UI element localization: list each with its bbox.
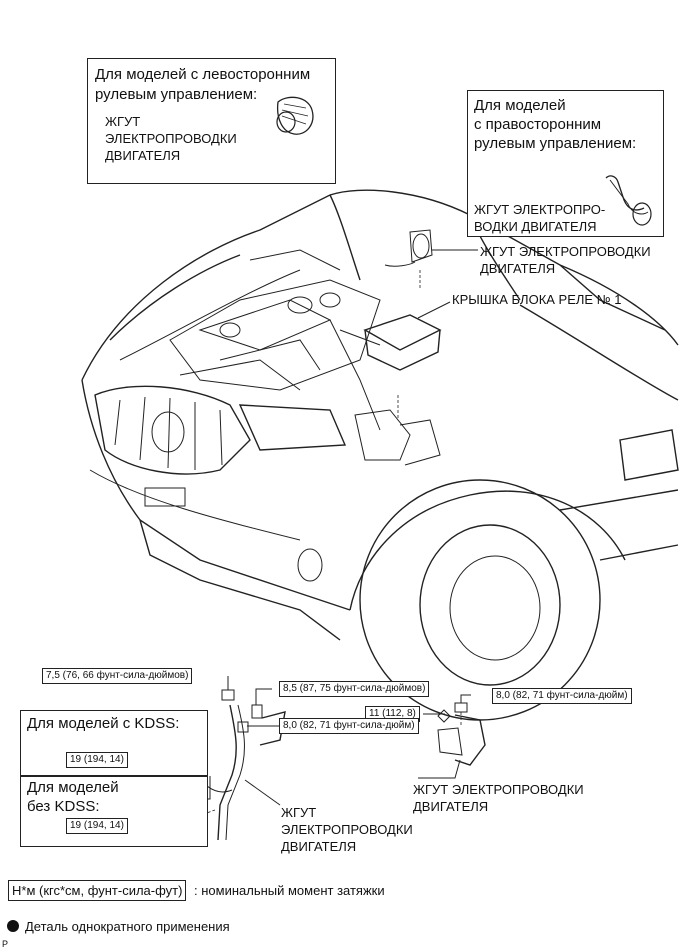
harness-right-label-line1: ЖГУТ ЭЛЕКТРОПРОВОДКИ (413, 782, 584, 797)
torque-label-2: 8,5 (87, 75 фунт-сила-дюймов) (279, 681, 430, 697)
harness-bottom-label-line1: ЖГУТ (281, 805, 317, 820)
torque-label-5: 8,0 (82, 71 фунт-сила-дюйм) (279, 718, 419, 734)
rhd-title-line1: Для моделей (474, 97, 566, 114)
rhd-title-line2: с правосторонним (474, 116, 602, 133)
kdss-without-label-line1: Для моделей (27, 779, 119, 796)
harness-parts-bottom (159, 689, 486, 841)
single-use-dot-icon (7, 920, 19, 932)
lhd-connector-icon (276, 96, 314, 135)
torque-label-3: 8,0 (82, 71 фунт-сила-дюйм) (492, 688, 632, 704)
lhd-part-line3: ДВИГАТЕЛЯ (105, 148, 181, 163)
lhd-part-line1: ЖГУТ (105, 114, 141, 129)
units-legend-text: : номинальный момент затяжки (194, 883, 385, 898)
rhd-part-line1: ЖГУТ ЭЛЕКТРОПРО- (474, 202, 606, 217)
rhd-inset-box (467, 90, 664, 237)
harness-right-label-line2: ДВИГАТЕЛЯ (413, 799, 489, 814)
kdss-with-label: Для моделей с KDSS: (27, 715, 180, 732)
vehicle-outline (81, 189, 679, 721)
torque-label-6: 19 (194, 14) (66, 752, 128, 768)
lhd-title-line1: Для моделей с левосторонним (95, 66, 311, 83)
no-kdss-box (20, 776, 208, 847)
corner-mark: P (2, 939, 9, 949)
harness-bottom-label-line3: ДВИГАТЕЛЯ (281, 839, 357, 854)
kdss-without-label-line2: без KDSS: (27, 798, 100, 815)
relay-cover-label: КРЫШКА БЛОКА РЕЛЕ № 1 (452, 292, 622, 307)
rhd-part-line2: ВОДКИ ДВИГАТЕЛЯ (474, 219, 597, 234)
engine-bay-lines (169, 229, 442, 466)
units-legend-box: Н*м (кгс*см, фунт-сила-фут) (8, 880, 187, 901)
harness-top-label-line1: ЖГУТ ЭЛЕКТРОПРОВОДКИ (480, 244, 651, 259)
harness-bottom-label-line2: ЭЛЕКТРОПРОВОДКИ (281, 822, 413, 837)
lhd-title-line2: рулевым управлением: (95, 86, 258, 103)
lhd-part-line2: ЭЛЕКТРОПРОВОДКИ (105, 131, 237, 146)
torque-label-1: 7,5 (76, 66 фунт-сила-дюймов) (42, 668, 193, 684)
torque-label-7: 19 (194, 14) (66, 818, 128, 834)
rhd-connector-icon (605, 175, 652, 226)
single-use-legend-text: Деталь однократного применения (25, 919, 230, 934)
harness-top-label-line2: ДВИГАТЕЛЯ (480, 261, 556, 276)
rhd-title-line3: рулевым управлением: (474, 135, 637, 152)
